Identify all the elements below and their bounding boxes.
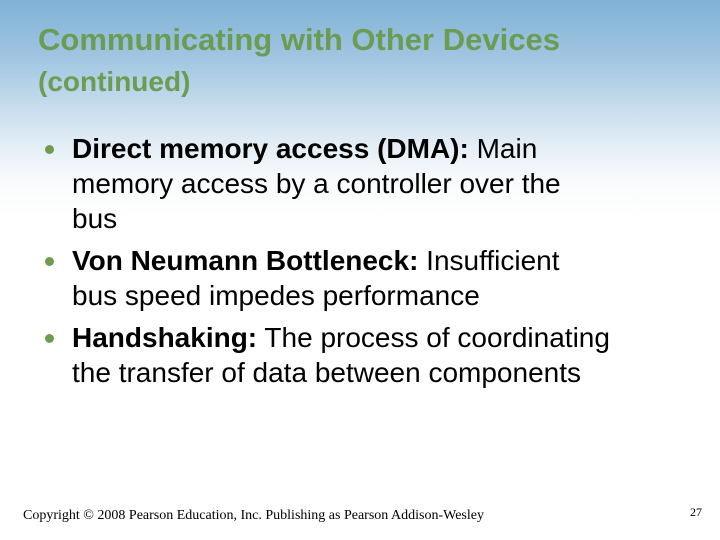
bullet-list: Direct memory access (DMA): Main memory …: [42, 131, 702, 390]
bullet-text: Direct memory access (DMA): Main: [72, 131, 537, 166]
bullet-line: Von Neumann Bottleneck: Insufficient: [42, 243, 702, 278]
bullet-rest: bus speed impedes performance: [72, 280, 480, 311]
slide-title: Communicating with Other Devices: [38, 22, 560, 57]
bullet-lead: Handshaking:: [72, 322, 258, 353]
bullet-lead: Von Neumann Bottleneck:: [72, 245, 419, 276]
bullet-rest: Insufficient: [418, 245, 560, 276]
bullet-rest: the transfer of data between components: [72, 357, 581, 388]
bullet-gutter: [42, 166, 72, 201]
bullet-line: bus speed impedes performance: [42, 278, 702, 313]
bullet-text: Handshaking: The process of coordinating: [72, 320, 610, 355]
bullet-gutter: [42, 320, 72, 355]
bullet-rest: The process of coordinating: [257, 322, 610, 353]
bullet-gutter: [42, 131, 72, 166]
slide-subtitle: (continued): [38, 66, 191, 97]
bullet-icon: [45, 257, 54, 266]
bullet-item-von-neumann: Von Neumann Bottleneck: Insufficient bus…: [42, 243, 702, 313]
bullet-line: the transfer of data between components: [42, 355, 702, 390]
bullet-rest: Main: [468, 133, 538, 164]
bullet-rest: memory access by a controller over the: [72, 168, 561, 199]
bullet-text: bus speed impedes performance: [72, 278, 480, 313]
bullet-icon: [45, 334, 54, 343]
bullet-text: memory access by a controller over the: [72, 166, 561, 201]
bullet-item-dma: Direct memory access (DMA): Main memory …: [42, 131, 702, 236]
bullet-gutter: [42, 355, 72, 390]
bullet-text: the transfer of data between components: [72, 355, 581, 390]
bullet-line: bus: [42, 201, 702, 236]
bullet-text: bus: [72, 201, 117, 236]
bullet-icon: [45, 145, 54, 154]
bullet-text: Von Neumann Bottleneck: Insufficient: [72, 243, 560, 278]
page-number: 27: [690, 505, 702, 519]
bullet-line: Handshaking: The process of coordinating: [42, 320, 702, 355]
copyright-text: Copyright © 2008 Pearson Education, Inc.…: [23, 508, 484, 523]
bullet-rest: bus: [72, 203, 118, 234]
bullet-line: Direct memory access (DMA): Main: [42, 131, 702, 166]
bullet-gutter: [42, 201, 72, 236]
bullet-lead: Direct memory access (DMA):: [72, 133, 469, 164]
bullet-item-handshaking: Handshaking: The process of coordinating…: [42, 320, 702, 390]
bullet-gutter: [42, 278, 72, 313]
bullet-gutter: [42, 243, 72, 278]
bullet-line: memory access by a controller over the: [42, 166, 702, 201]
title-block: Communicating with Other Devices (contin…: [38, 20, 688, 100]
